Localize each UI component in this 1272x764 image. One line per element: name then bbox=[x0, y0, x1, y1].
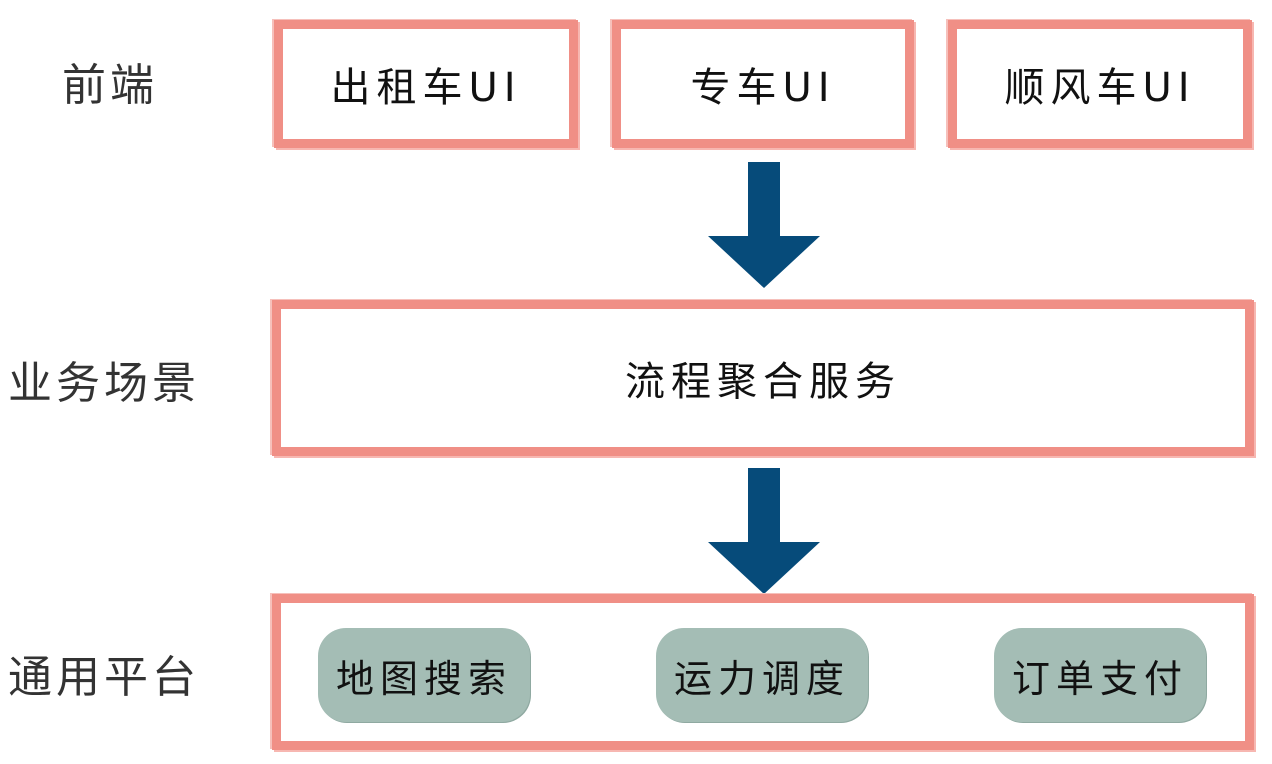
platform-pill-order-payment: 订单支付 bbox=[994, 628, 1206, 722]
business-box-label: 流程聚合服务 bbox=[625, 359, 901, 405]
frontend-box-premier-label: 专车UI bbox=[690, 65, 836, 111]
business-box-process-aggregation: 流程聚合服务 bbox=[272, 300, 1254, 456]
layer-label-business: 业务场景 bbox=[8, 358, 200, 409]
frontend-box-premier: 专车UI bbox=[612, 20, 914, 148]
platform-pill-dispatch-label: 运力调度 bbox=[673, 656, 850, 701]
layer-label-frontend: 前端 bbox=[62, 60, 158, 111]
platform-pill-map-search: 地图搜索 bbox=[318, 628, 530, 722]
arrow-down-icon bbox=[708, 468, 820, 594]
frontend-box-taxi: 出租车UI bbox=[274, 20, 578, 148]
arrow-down-icon bbox=[708, 162, 820, 288]
frontend-box-taxi-label: 出租车UI bbox=[330, 65, 522, 111]
frontend-box-carpool: 顺风车UI bbox=[948, 20, 1252, 148]
platform-pill-dispatch: 运力调度 bbox=[656, 628, 868, 722]
layer-label-platform: 通用平台 bbox=[8, 652, 200, 703]
platform-pill-order-payment-label: 订单支付 bbox=[1011, 656, 1188, 701]
platform-pill-map-search-label: 地图搜索 bbox=[335, 656, 512, 701]
frontend-box-carpool-label: 顺风车UI bbox=[1004, 65, 1196, 111]
